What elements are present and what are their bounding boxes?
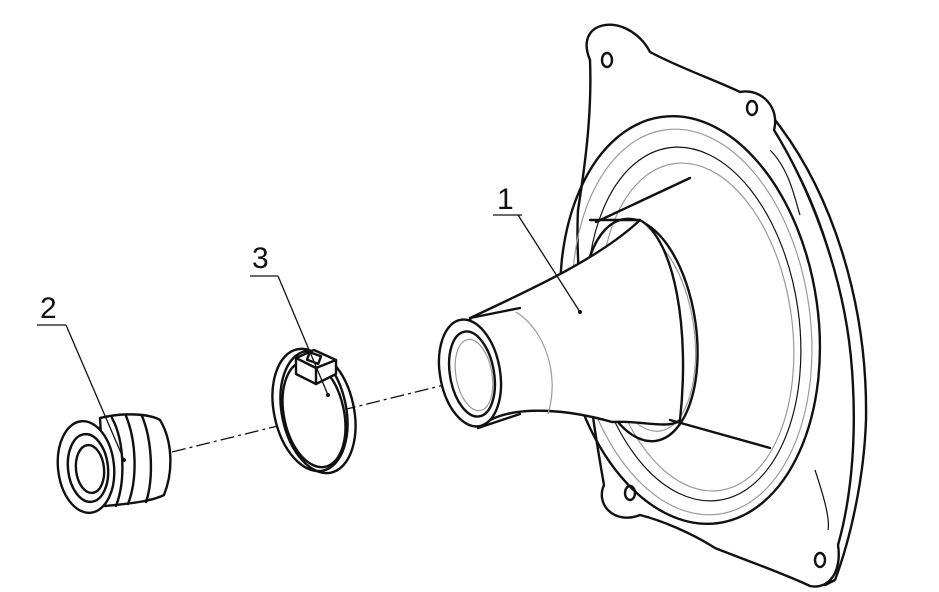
bolt-hole-icon <box>745 99 759 117</box>
callout-label-3: 3 <box>252 242 269 275</box>
bolt-hole-icon <box>623 484 637 502</box>
part-2-sleeve <box>56 413 172 515</box>
callout-label-2: 2 <box>40 292 57 325</box>
callout-1: 1 <box>493 183 582 314</box>
callout-3: 3 <box>250 242 330 397</box>
bolt-hole-icon <box>600 51 614 69</box>
part-1-flange-cone <box>437 23 868 588</box>
flange-plate <box>576 23 856 588</box>
callout-2: 2 <box>37 292 126 462</box>
callout-label-1: 1 <box>497 183 514 216</box>
part-3-hose-clamp <box>271 347 357 475</box>
cone-body <box>468 218 685 426</box>
bolt-hole-icon <box>813 551 827 569</box>
